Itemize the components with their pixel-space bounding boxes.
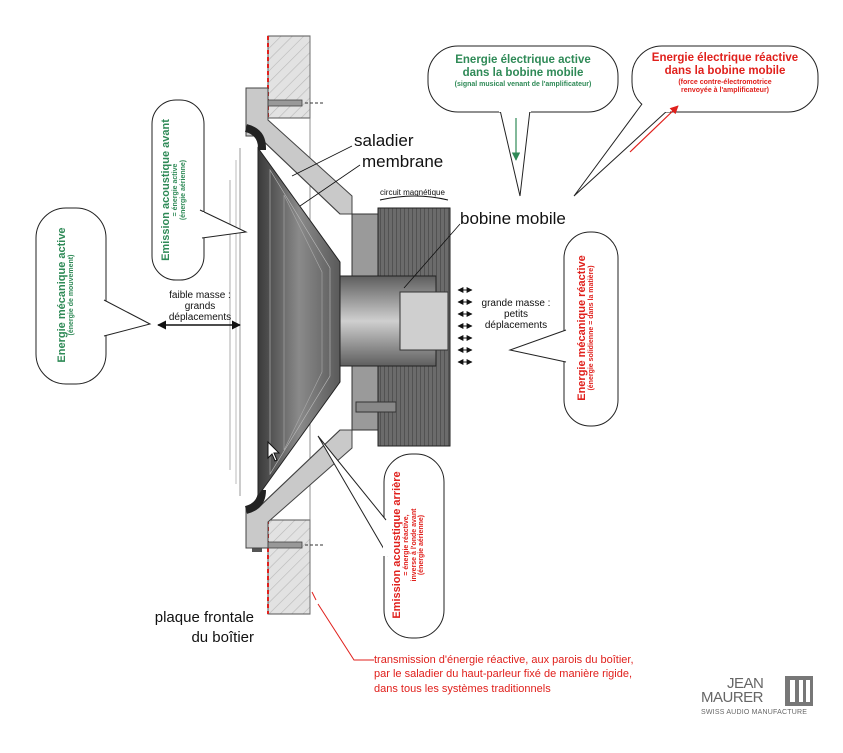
faible-masse-line2: grands [184, 301, 216, 312]
emission-arriere-title: Emission acoustique arrière [391, 471, 403, 619]
bubble-mecanique-reactive-shape [508, 231, 619, 427]
text-emission-arriere: Emission acoustique arrière = énergie ré… [391, 453, 437, 637]
cone-membrane [235, 146, 341, 498]
bubble-electrique-active-shape [427, 45, 619, 197]
emission-arriere-sub2: inverse à l'onde avant [410, 508, 418, 582]
transmission-line3: dans tous les systèmes traditionnels [374, 682, 551, 695]
logo-mark-icon [785, 676, 813, 706]
logo-tagline: SWISS AUDIO MANUFACTURE [701, 709, 808, 716]
magnetic-circuit [339, 195, 451, 447]
electrique-reactive-title2: dans la bobine mobile [664, 64, 786, 77]
label-bobine-mobile: bobine mobile [460, 209, 566, 228]
mecanique-active-sub: (énergie de mouvement) [68, 254, 76, 336]
mecanique-active-title: Energie mécanique active [56, 227, 68, 363]
transmission-line1: transmission d'énergie réactive, aux par… [374, 654, 634, 666]
jean-maurer-logo: JEAN MAURER SWISS AUDIO MANUFACTURE [701, 675, 816, 720]
electrique-active-title1: Energie électrique active [455, 54, 591, 66]
label-grande-masse: grande masse : petits déplacements [476, 298, 556, 331]
emission-avant-sub1: = énergie active [172, 163, 180, 217]
mecanique-reactive-title: Energie mécanique réactive [576, 255, 588, 401]
emission-avant-title: Emission acoustique avant [160, 119, 172, 261]
faible-masse-line3: déplacements [168, 312, 232, 323]
plaque-line2: du boîtier [191, 629, 254, 647]
label-circuit-magnetique: circuit magnétique [380, 188, 445, 197]
emission-arriere-sub3: (énergie aérienne) [418, 514, 426, 576]
electrique-active-title2: dans la bobine mobile [462, 66, 584, 79]
mecanique-reactive-sub: (énergie solidienne = dans la matière) [588, 265, 596, 391]
grande-masse-line1: grande masse : [481, 298, 551, 309]
label-faible-masse: faible masse : grands déplacements [160, 290, 240, 323]
electrique-reactive-title1: Energie électrique réactive [651, 52, 799, 64]
text-mecanique-active: Energie mécanique active (énergie de mou… [56, 207, 86, 383]
mouse-cursor-icon [267, 440, 281, 462]
transmission-note: transmission d'énergie réactive, aux par… [374, 653, 634, 696]
logo-line2: MAURER [701, 689, 764, 706]
emission-arriere-sub1: = énergie réactive, [403, 514, 411, 576]
grande-masse-line2: petits [504, 309, 528, 320]
bubble-mecanique-active-shape [35, 207, 152, 385]
bubble-emission-arriere-shape [317, 435, 445, 639]
emission-avant-sub2: (énergie aérienne) [179, 159, 187, 221]
bubble-electrique-reactive-shape [573, 45, 819, 197]
label-saladier: saladier [354, 131, 414, 150]
grande-masse-line3: déplacements [484, 320, 548, 331]
electrique-reactive-sub1: (force contre-électromotrice [678, 79, 772, 87]
text-electrique-reactive: Energie électrique réactive dans la bobi… [634, 52, 816, 95]
faible-masse-line1: faible masse : [169, 290, 231, 301]
vibration-arrows [457, 287, 473, 365]
electrique-reactive-sub2: renvoyée à l'amplificateur) [680, 86, 770, 94]
transmission-line2: par le saladier du haut-parleur fixé de … [374, 668, 633, 681]
text-mecanique-reactive: Energie mécanique réactive (énergie soli… [576, 231, 606, 425]
electrique-active-sub: (signal musical venant de l'amplificateu… [454, 81, 592, 89]
front-panel [267, 35, 311, 615]
logo-line1: JEAN [727, 675, 764, 692]
plaque-line1: plaque frontale [154, 609, 254, 626]
label-membrane: membrane [362, 152, 444, 171]
text-emission-avant: Emission acoustique avant = énergie acti… [160, 100, 196, 280]
label-plaque-frontale: plaque frontale du boîtier [124, 608, 254, 649]
bubble-emission-avant-shape [151, 99, 248, 281]
text-electrique-active: Energie électrique active dans la bobine… [430, 54, 616, 89]
